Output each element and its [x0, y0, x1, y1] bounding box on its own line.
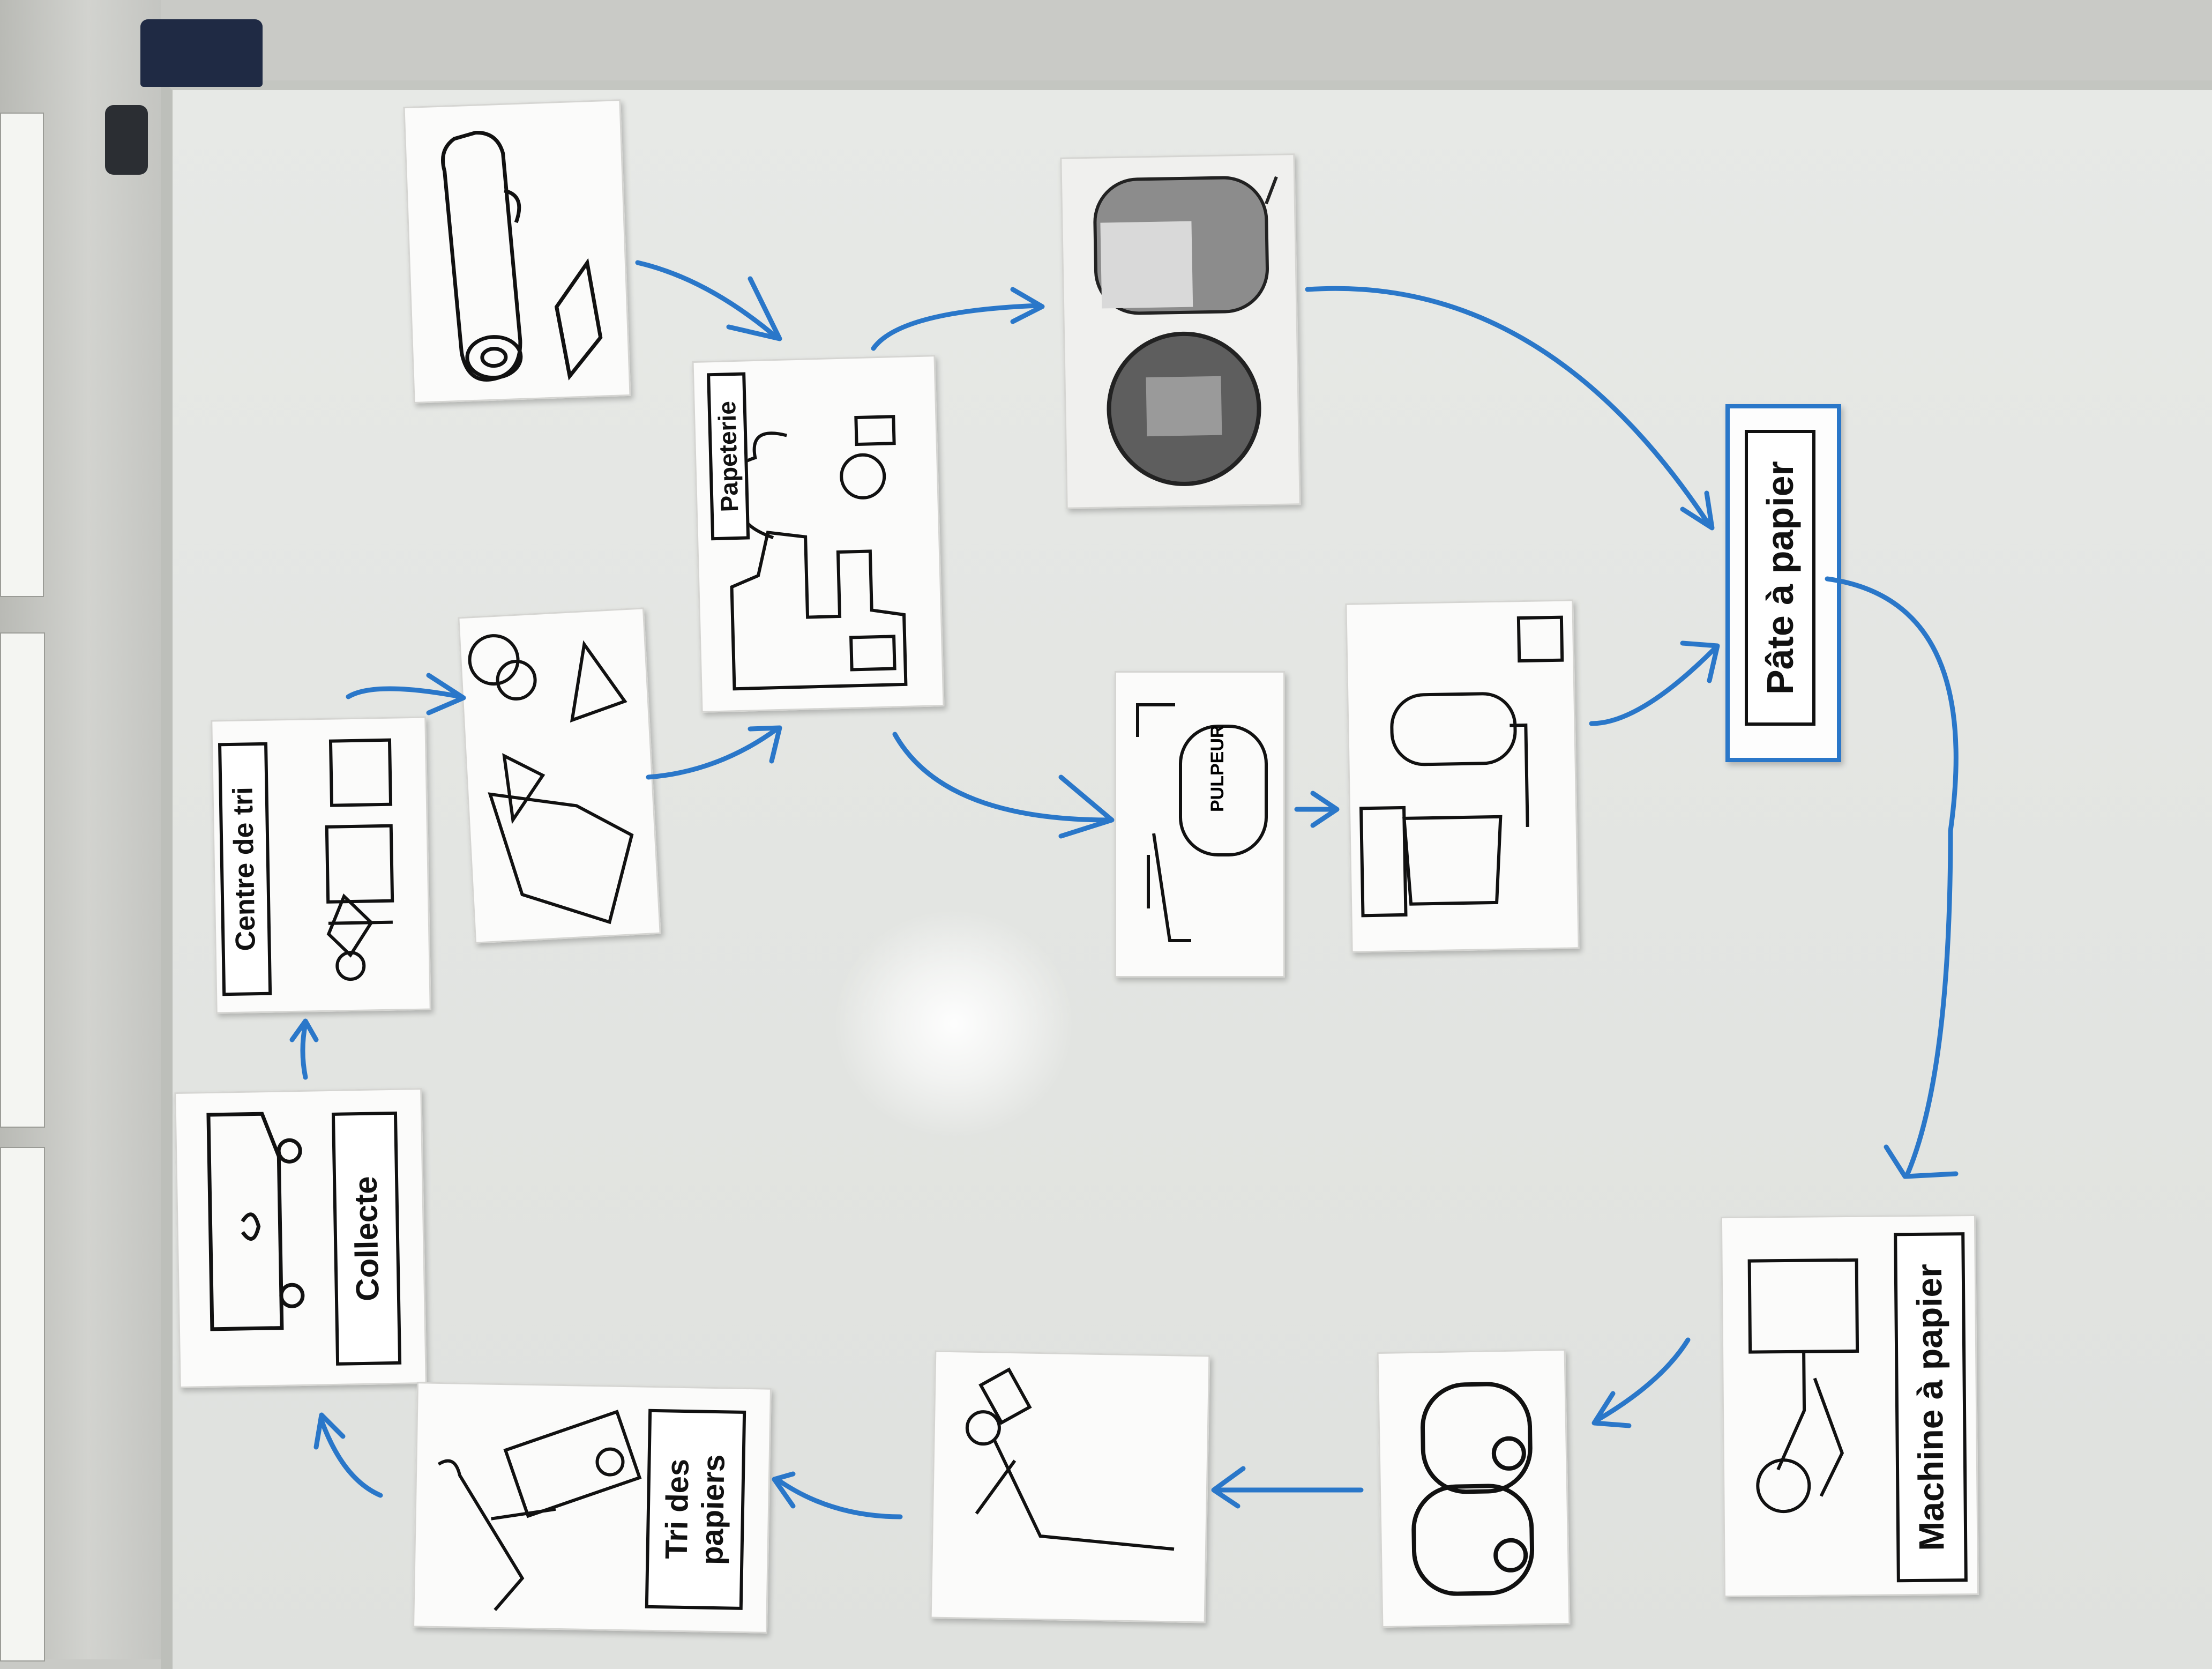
- reader-icon: [965, 1367, 1175, 1551]
- card-paper-rolls[interactable]: [1377, 1348, 1571, 1628]
- boiler-icon: [1093, 176, 1278, 486]
- arrow-tri-to-collecte: [319, 1418, 383, 1498]
- wall-sheet: [0, 113, 44, 597]
- arrow-cooking-to-pate: [1589, 646, 1717, 726]
- arrow-wood-to-papeterie: [635, 260, 780, 340]
- card-papeterie[interactable]: Papeterie: [692, 355, 945, 713]
- light-glare: [836, 911, 1072, 1136]
- wall-sheet: [0, 1147, 45, 1661]
- recycling-bin-icon: [437, 1410, 642, 1611]
- card-wood[interactable]: [403, 99, 631, 404]
- board-frame-tab: [140, 19, 263, 87]
- card-paper-scraps[interactable]: [458, 607, 661, 944]
- arrow-pate-to-machine: [1825, 576, 1959, 1176]
- card-machine-a-papier[interactable]: Machine à papier: [1720, 1214, 1979, 1598]
- truck-icon: [206, 1112, 305, 1331]
- arrow-papeterie-to-boiler: [871, 303, 1042, 351]
- arrow-scraps-to-papeterie: [646, 726, 780, 780]
- pulper-icon: PULPEUR: [1136, 703, 1268, 942]
- cooking-pot-icon: [1359, 615, 1564, 918]
- paper-rolls-icon: [1411, 1382, 1535, 1596]
- card-tri-des-papiers[interactable]: Tri des papiers: [413, 1382, 772, 1634]
- arrow-centre-to-scraps: [346, 686, 464, 699]
- card-boiler[interactable]: [1060, 153, 1301, 509]
- arrow-reader-to-tri: [774, 1477, 903, 1519]
- arrow-papeterie-to-pulpeur: [892, 732, 1112, 823]
- card-cooking[interactable]: [1345, 599, 1580, 953]
- card-pulpeur[interactable]: PULPEUR: [1115, 671, 1285, 978]
- arrow-machine-to-rolls: [1594, 1337, 1691, 1423]
- arrow-collecte-to-centre: [300, 1021, 308, 1080]
- pulpeur-text: PULPEUR: [1207, 725, 1228, 812]
- paper-scraps-icon: [468, 634, 634, 925]
- sorting-center-icon: [325, 738, 394, 981]
- board-clip: [105, 105, 148, 175]
- card-collecte[interactable]: Collecte: [174, 1088, 427, 1388]
- card-centre-de-tri[interactable]: Centre de tri: [211, 716, 431, 1014]
- arrow-boiler-to-pate: [1305, 286, 1712, 528]
- paper-machine-icon: [1747, 1258, 1859, 1514]
- card-reader[interactable]: [930, 1350, 1210, 1623]
- log-icon: [441, 131, 603, 382]
- card-pate-a-papier[interactable]: Pâte à papier: [1725, 404, 1841, 762]
- wall-sheet: [0, 632, 45, 1128]
